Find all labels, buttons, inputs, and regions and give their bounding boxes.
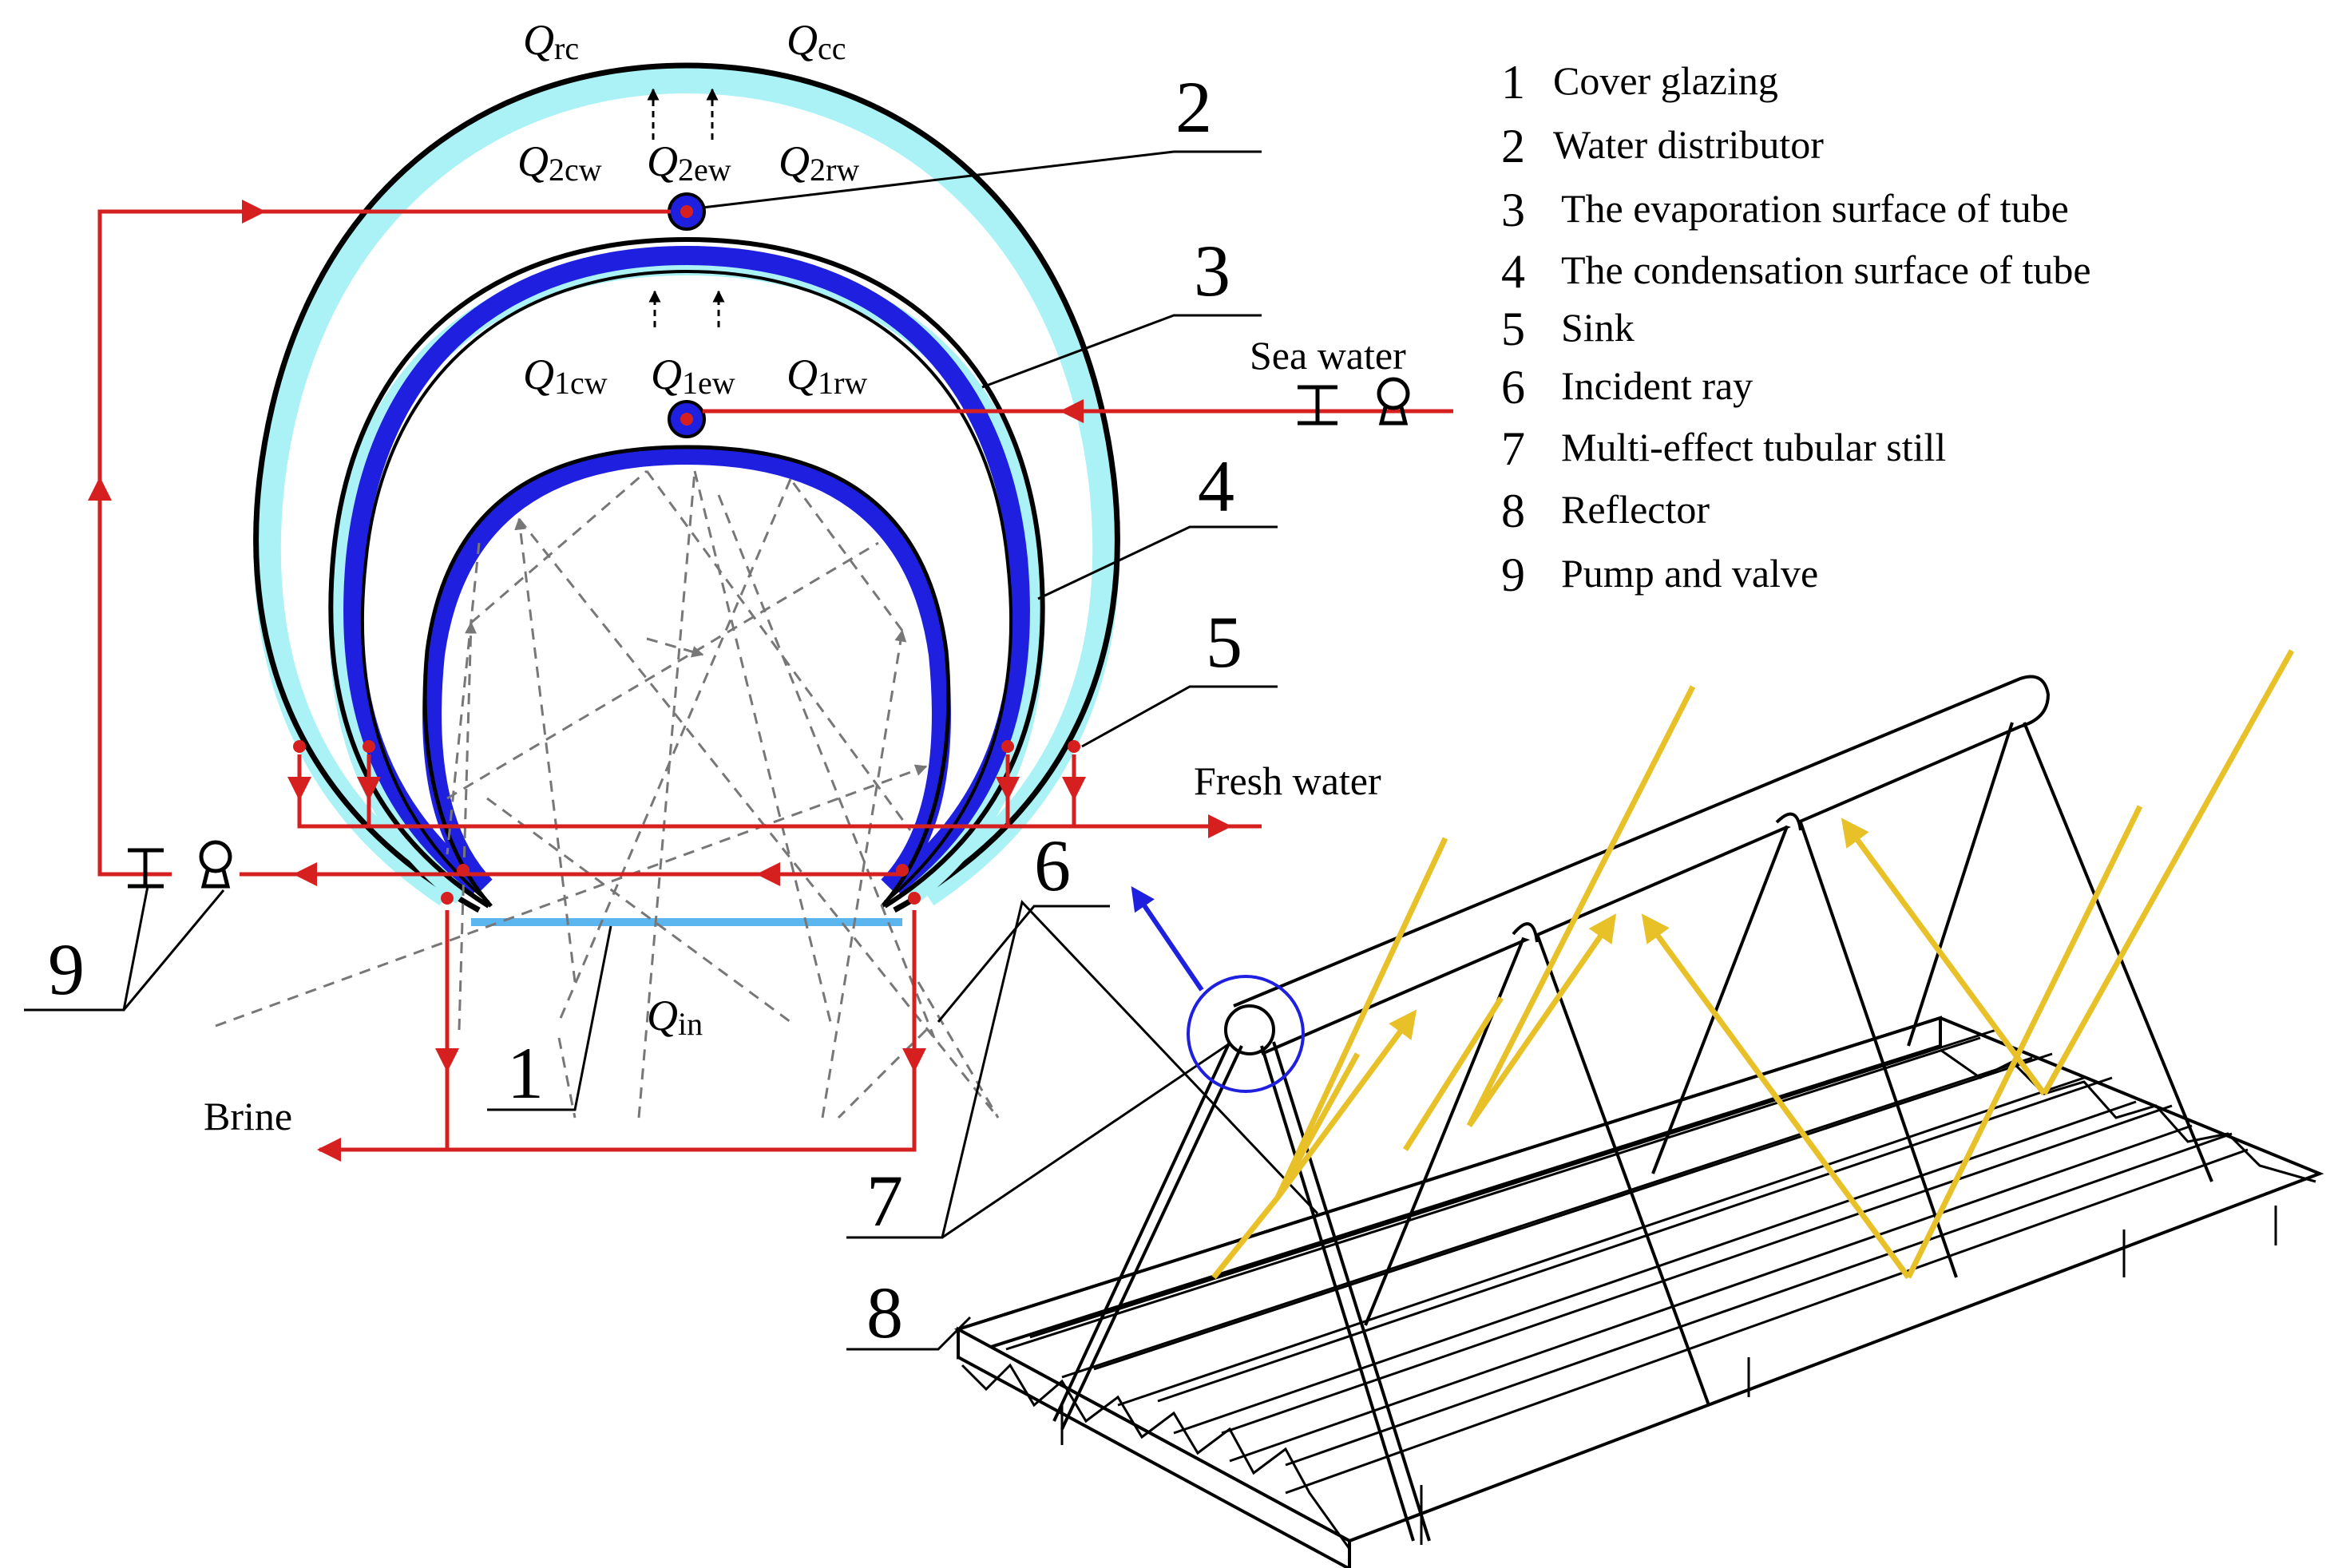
label-q-in: Qin <box>647 992 703 1042</box>
flow-labels: Sea water Fresh water Brine <box>204 333 1406 1138</box>
internal-dashed-rays <box>215 469 1000 1119</box>
water-pipes <box>88 200 1453 1162</box>
heat-flux-labels: Qrc Qcc Q2cw Q2ew Q2rw Q1cw Q1ew Q1rw Qi… <box>517 16 867 1042</box>
label-q-rc: Qrc <box>523 16 579 66</box>
svg-text:Reflector: Reflector <box>1561 487 1710 532</box>
callout-9: 9 <box>48 929 85 1010</box>
still-detail-circle <box>1187 975 1305 1093</box>
callout-2: 2 <box>1175 66 1212 148</box>
callout-6: 6 <box>1034 825 1071 906</box>
legend-item: 7 Multi-effect tubular still <box>1501 422 1946 475</box>
detail-pointer-arrow <box>1131 886 1204 992</box>
reflector-truss <box>961 1048 2316 1550</box>
legend-item: 4 The condensation surface of tube <box>1501 245 2091 298</box>
label-q-2ew: Q2ew <box>647 137 731 188</box>
legend-item: 8 Reflector <box>1501 485 1710 537</box>
callout-4: 4 <box>1198 445 1234 527</box>
callout-8: 8 <box>866 1272 903 1353</box>
svg-text:5: 5 <box>1501 303 1525 355</box>
svg-text:9: 9 <box>1501 548 1525 601</box>
svg-text:Sink: Sink <box>1561 305 1635 350</box>
label-q-2rw: Q2rw <box>779 137 859 188</box>
label-fresh-water: Fresh water <box>1194 758 1381 803</box>
svg-text:Multi-effect tubular still: Multi-effect tubular still <box>1561 425 1946 469</box>
reflector-still-perspective <box>953 649 2324 1568</box>
svg-text:1: 1 <box>1501 56 1525 109</box>
heat-flux-arrows <box>647 88 725 327</box>
svg-text:4: 4 <box>1501 245 1525 298</box>
svg-text:Pump and valve: Pump and valve <box>1561 551 1818 596</box>
legend-item: 1 Cover glazing <box>1501 56 1778 109</box>
svg-text:2: 2 <box>1501 120 1525 172</box>
solar-rays <box>1211 649 2295 1280</box>
svg-text:Water distributor: Water distributor <box>1553 122 1824 167</box>
inner-tube-outline <box>422 445 951 908</box>
legend-item: 6 Incident ray <box>1501 361 1753 414</box>
reflector-bed <box>953 1016 2324 1568</box>
label-q-1ew: Q1ew <box>651 350 735 401</box>
svg-text:The evaporation surface of tub: The evaporation surface of tube <box>1561 186 2069 231</box>
svg-text:6: 6 <box>1501 361 1525 414</box>
svg-text:3: 3 <box>1501 184 1525 236</box>
middle-tube-evaporation-surface <box>343 245 1030 894</box>
legend: 1 Cover glazing 2 Water distributor 3 Th… <box>1501 56 2091 601</box>
callout-1: 1 <box>507 1032 544 1114</box>
callout-5: 5 <box>1206 601 1242 683</box>
callout-numbers: 2 3 4 5 6 1 7 8 9 <box>48 66 1242 1353</box>
legend-item: 2 Water distributor <box>1501 120 1824 172</box>
label-q-2cw: Q2cw <box>517 137 602 188</box>
svg-text:The condensation surface of tu: The condensation surface of tube <box>1561 247 2091 292</box>
legend-item: 3 The evaporation surface of tube <box>1501 184 2069 236</box>
label-q-cc: Qcc <box>787 16 846 66</box>
label-q-1rw: Q1rw <box>787 350 867 401</box>
legend-item: 9 Pump and valve <box>1501 548 1818 601</box>
pipe-junction-dots <box>293 740 1080 905</box>
inner-tube-evaporation-surface <box>422 445 951 893</box>
label-sea-water: Sea water <box>1250 333 1406 378</box>
svg-text:8: 8 <box>1501 485 1525 537</box>
callout-3: 3 <box>1194 230 1230 311</box>
pump-valve-sea-water <box>1298 377 1410 426</box>
leader-lines <box>24 150 1319 1351</box>
svg-text:Cover glazing: Cover glazing <box>1553 58 1778 103</box>
svg-text:Incident ray: Incident ray <box>1561 363 1753 408</box>
pump-valve-recirculation <box>128 840 232 889</box>
outer-cover-cyan-band <box>253 65 1120 906</box>
callout-7: 7 <box>866 1160 903 1241</box>
outer-cover-glazing <box>253 62 1120 913</box>
middle-tube-inner-outline <box>360 269 1013 904</box>
svg-text:7: 7 <box>1501 422 1525 475</box>
legend-item: 5 Sink <box>1501 303 1635 355</box>
middle-tube-outline <box>328 236 1045 909</box>
label-q-1cw: Q1cw <box>523 350 608 401</box>
label-brine: Brine <box>204 1094 292 1138</box>
cross-section-diagram <box>24 62 1453 1351</box>
tubular-still-frame <box>1052 675 2213 1542</box>
